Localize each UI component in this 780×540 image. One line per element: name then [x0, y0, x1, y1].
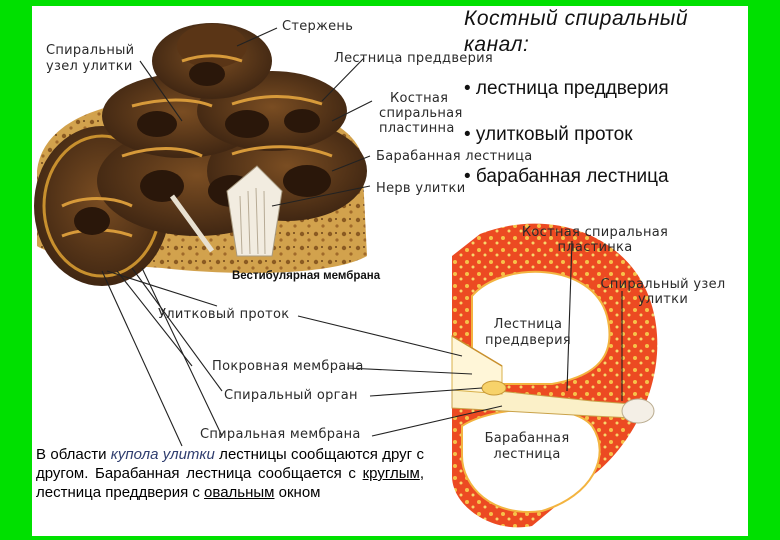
- slide-heading: Костный спиральный канал:: [464, 7, 689, 56]
- caption-part: окном: [274, 484, 321, 501]
- label-section-bony-lamina-line1: Костная спиральная: [521, 225, 669, 240]
- caption-highlight-cupola: купола улитки: [110, 446, 215, 463]
- cross-section-illustration: [451, 223, 658, 528]
- label-bony-lamina-line1: Костная: [390, 91, 449, 106]
- label-scala-tympani: Барабанная лестница: [376, 149, 533, 164]
- label-basilar-membrane: Спиральная мембрана: [200, 427, 361, 442]
- label-spiral-ganglion-line2: узел улитки: [46, 59, 133, 74]
- label-scala-vestibuli: Лестница преддверия: [334, 51, 493, 66]
- caption-part: лестницы сообщаются друг с другом. Бараб…: [36, 446, 424, 482]
- slide: Стержень Спиральный узел улитки Лестница…: [32, 6, 748, 536]
- bullet-scala-vestibuli: • лестница преддверия: [464, 78, 669, 99]
- label-vestibular-membrane: Вестибулярная мембрана: [232, 270, 381, 282]
- caption-text: В области купола улитки лестницы сообщаю…: [36, 445, 424, 502]
- label-tectorial-membrane: Покровная мембрана: [212, 359, 364, 374]
- label-section-scala-tympani-line2: лестница: [493, 447, 561, 462]
- label-spiral-ganglion-line1: Спиральный: [46, 43, 135, 58]
- caption-underline-oval: овальным: [204, 484, 275, 501]
- label-cochlear-duct: Улитковый проток: [158, 307, 290, 322]
- label-section-bony-lamina-line2: пластинка: [557, 240, 633, 255]
- label-section-scala-vestibuli-line1: Лестница: [493, 317, 563, 332]
- label-cochlear-nerve: Нерв улитки: [376, 181, 466, 196]
- label-section-scala-tympani-line1: Барабанная: [484, 431, 570, 446]
- label-rod: Стержень: [282, 19, 354, 34]
- bullet-cochlear-duct: • улитковый проток: [464, 124, 633, 145]
- label-section-spiral-ganglion-line2: улитки: [637, 292, 689, 307]
- anatomy-illustration: [34, 23, 658, 528]
- label-section-spiral-ganglion-line1: Спиральный узел: [600, 277, 726, 292]
- cochlea-illustration: [34, 23, 367, 286]
- caption-part: , лестница преддверия с: [36, 465, 424, 501]
- label-bony-lamina-line2: спиральная: [379, 106, 463, 121]
- label-section-scala-vestibuli-line2: преддверия: [485, 333, 571, 348]
- bullet-scala-tympani: • барабанная лестница: [464, 166, 669, 187]
- label-bony-lamina-line3: пластинна: [379, 121, 455, 136]
- label-spiral-organ: Спиральный орган: [224, 388, 358, 403]
- caption-part: В области: [36, 446, 111, 463]
- caption-underline-round: круглым: [362, 465, 420, 482]
